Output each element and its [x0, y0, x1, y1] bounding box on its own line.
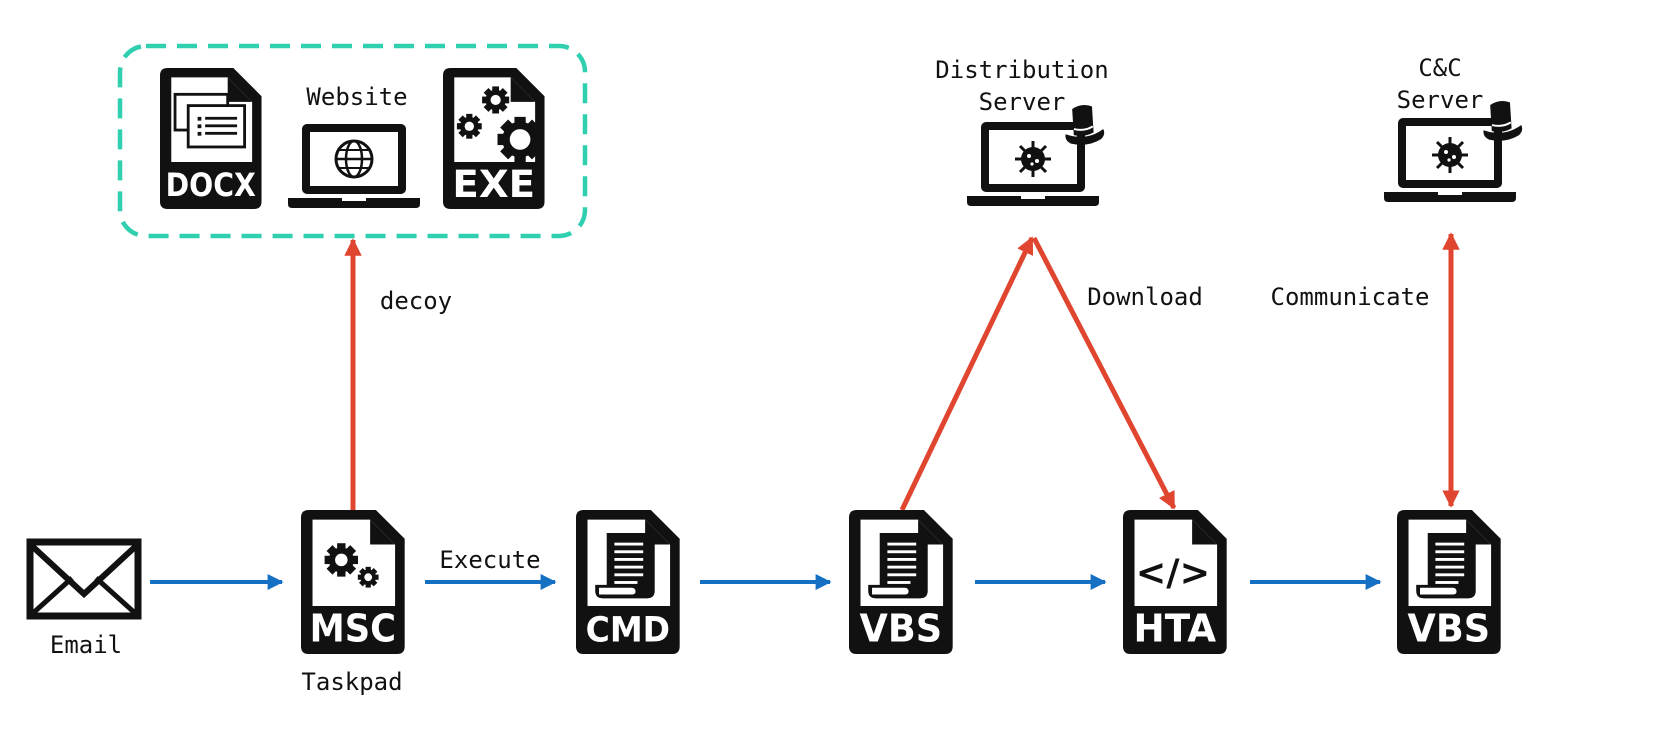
- attack-arrows: [344, 232, 1460, 512]
- vbs-file-icon-2: VBS: [1397, 510, 1501, 654]
- docx-file-icon: DOCX: [160, 68, 262, 210]
- hta-file-icon: </> HTA: [1123, 510, 1227, 654]
- taskpad-label: Taskpad: [301, 668, 402, 696]
- download-label: Download: [1087, 283, 1203, 311]
- msc-file-icon: MSC: [301, 510, 405, 654]
- envelope-icon: [26, 538, 142, 620]
- vbs-file-icon-1: VBS: [849, 510, 953, 654]
- email-label: Email: [50, 631, 122, 659]
- distribution-server-label-line1: Distribution: [935, 56, 1108, 84]
- msc-type-label: MSC: [310, 607, 396, 652]
- decoy-label: decoy: [380, 287, 452, 315]
- distribution-server-label-line2: Server: [979, 88, 1066, 116]
- laptop-globe-icon: [288, 124, 420, 208]
- cmd-type-label: CMD: [586, 611, 670, 651]
- website-label: Website: [306, 83, 407, 111]
- communicate-label: Communicate: [1271, 283, 1430, 311]
- decoy-group-border: [117, 43, 588, 239]
- vbs-type-label-1: VBS: [860, 607, 943, 652]
- exe-type-label: EXE: [452, 162, 535, 206]
- execute-label: Execute: [439, 546, 540, 574]
- cc-server-label-line1: C&C: [1418, 54, 1461, 82]
- cc-server-label-line2: Server: [1397, 86, 1484, 114]
- arrow-vbs-to-distribution: [899, 236, 1035, 512]
- hta-type-label: HTA: [1134, 607, 1217, 652]
- arrow-distribution-to-hta: [1031, 236, 1177, 510]
- docx-type-label: DOCX: [166, 166, 256, 204]
- vbs-type-label-2: VBS: [1408, 607, 1491, 652]
- cmd-file-icon: CMD: [576, 510, 680, 654]
- code-icon: </>: [1136, 551, 1210, 594]
- exe-file-icon: EXE: [443, 68, 545, 210]
